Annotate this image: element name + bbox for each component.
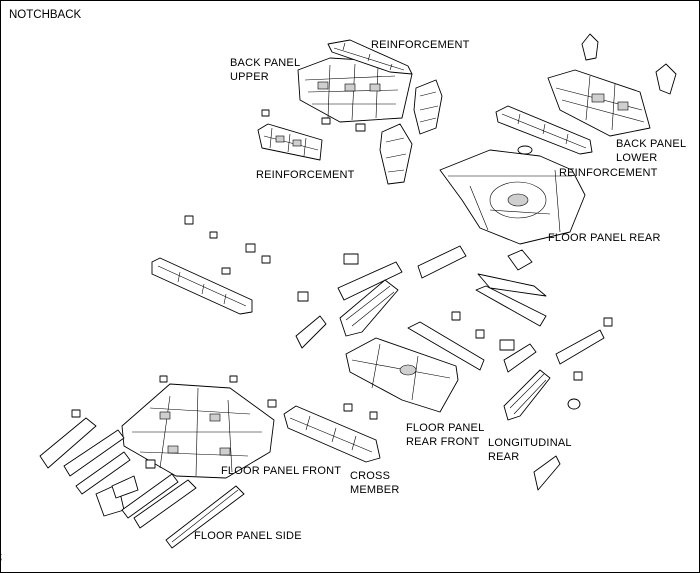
- floor-panel-front-part: [121, 375, 277, 479]
- label-back-panel-upper-2: UPPER: [230, 71, 269, 83]
- label-longitudinal-rear-1: LONGITUDINAL: [488, 437, 572, 449]
- label-reinforcement-left: REINFORCEMENT: [256, 169, 355, 181]
- label-reinforcement-right: REINFORCEMENT: [559, 167, 658, 179]
- floor-panel-rear-part: [439, 149, 586, 271]
- label-floor-panel-rear-front-2: REAR FRONT: [406, 436, 480, 448]
- label-longitudinal-rear-2: REAR: [488, 451, 520, 463]
- label-floor-panel-front: FLOOR PANEL FRONT: [221, 465, 342, 477]
- label-floor-panel-rear-front-1: FLOOR PANEL: [406, 422, 485, 434]
- label-reinforcement-top: REINFORCEMENT: [371, 39, 470, 51]
- reinforcement-left-part: [257, 123, 323, 161]
- longitudinal-rear-part: [503, 369, 583, 491]
- label-back-panel-upper-1: BACK PANEL: [230, 57, 301, 69]
- right-side-rails: [407, 245, 613, 373]
- floor-panel-side-part: [39, 409, 245, 549]
- label-floor-panel-side: FLOOR PANEL SIDE: [194, 530, 302, 542]
- back-panel-lower-part: [547, 33, 677, 137]
- rear-cross-rail: [151, 215, 309, 315]
- label-cross-member-1: CROSS: [350, 470, 391, 482]
- center-longitudinals: [295, 253, 403, 349]
- center-brackets: [261, 79, 443, 185]
- back-panel-upper-part: [297, 57, 413, 123]
- label-floor-panel-rear: FLOOR PANEL REAR: [548, 232, 661, 244]
- reinforcement-top-part: [327, 39, 413, 75]
- label-back-panel-lower-2: LOWER: [616, 152, 658, 164]
- label-cross-member-2: MEMBER: [350, 484, 400, 496]
- floor-panel-rear-front-part: [345, 337, 459, 413]
- label-back-panel-lower-1: BACK PANEL: [616, 138, 687, 150]
- reinforcement-right-part: [495, 105, 593, 155]
- cross-member-part: [283, 403, 381, 463]
- diagram-title: NOTCHBACK: [9, 9, 82, 21]
